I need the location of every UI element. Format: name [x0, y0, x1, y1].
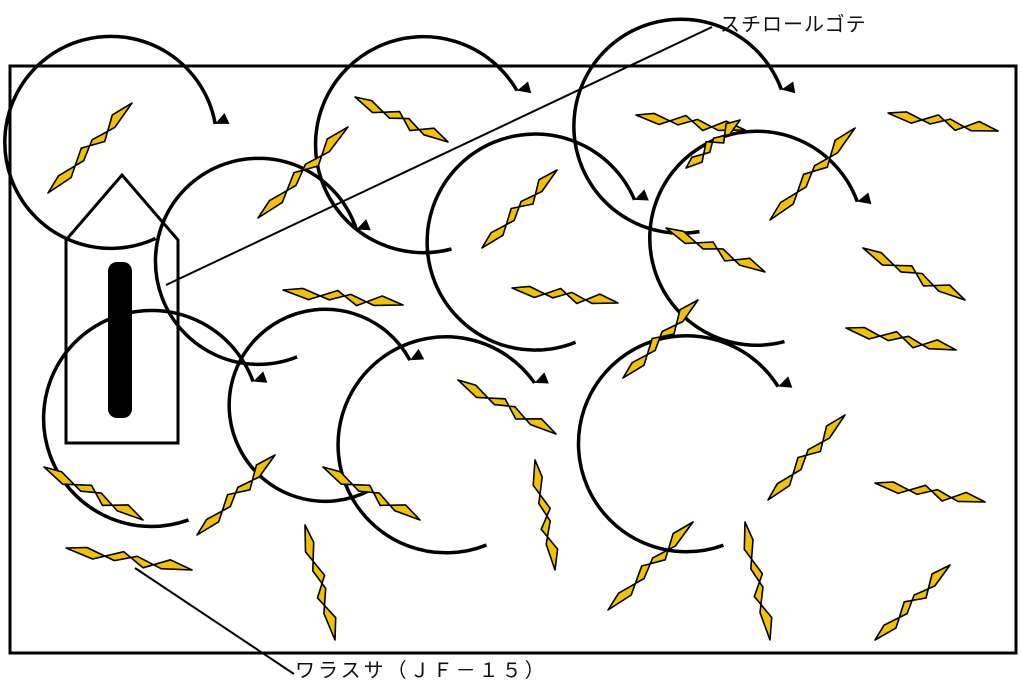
straw-fiber — [457, 379, 557, 435]
straw-fiber — [354, 96, 449, 143]
arc-arrowhead — [356, 219, 371, 231]
straw-fiber — [65, 546, 193, 571]
arc-arrowhead — [409, 348, 425, 361]
motion-arc — [313, 34, 519, 255]
motion-arc — [648, 129, 859, 347]
straw-fiber — [769, 127, 856, 221]
fiber-leader-line — [134, 567, 295, 675]
straw-fiber — [622, 299, 699, 379]
straw-fiber — [47, 102, 133, 194]
straw-fiber — [665, 227, 766, 273]
straw-fiber — [874, 564, 951, 641]
straw-fiber — [767, 414, 846, 501]
straw-fiber — [874, 481, 986, 503]
motion-arc — [227, 307, 412, 504]
motion-arcs — [3, 17, 872, 555]
trowel-handle — [108, 262, 132, 418]
straw-fiber — [257, 126, 349, 219]
straw-fiber — [322, 466, 421, 521]
arc-arrowhead — [253, 371, 268, 383]
straw-fiber — [532, 459, 559, 571]
motion-arc — [153, 156, 359, 367]
trowel-icon — [64, 172, 180, 445]
straw-fiber — [887, 111, 999, 132]
straw-fibers — [43, 96, 999, 641]
motion-arc — [576, 334, 780, 554]
trowel-leader-line — [165, 26, 713, 286]
work-surface-frame — [8, 64, 1018, 655]
straw-fiber — [862, 247, 966, 301]
straw-fiber — [685, 119, 741, 169]
arc-arrowhead — [778, 376, 793, 388]
straw-fiber — [743, 521, 773, 641]
straw-fiber — [635, 112, 746, 132]
arc-arrowhead — [215, 112, 230, 124]
straw-fiber — [481, 169, 558, 249]
straw-fiber — [282, 287, 404, 307]
straw-fiber — [304, 524, 337, 641]
straw-fiber — [511, 285, 619, 305]
motion-arc — [3, 34, 217, 251]
straw-fiber — [196, 454, 276, 536]
arc-arrowhead — [517, 81, 532, 94]
motion-arc — [572, 17, 784, 235]
arc-arrowhead — [857, 192, 872, 205]
straw-fiber — [607, 521, 694, 611]
arc-arrowhead — [634, 189, 649, 201]
straw-fiber — [43, 466, 144, 521]
straw-fiber — [845, 326, 957, 351]
motion-arc — [336, 335, 536, 555]
arc-arrowhead — [534, 372, 549, 384]
motion-arc — [425, 132, 637, 352]
motion-arc — [41, 308, 255, 529]
fiber-label: ワラスサ（ＪＦ－１５） — [295, 658, 548, 682]
trowel-label: スチロールゴテ — [720, 12, 867, 36]
arc-arrowhead — [781, 81, 796, 94]
